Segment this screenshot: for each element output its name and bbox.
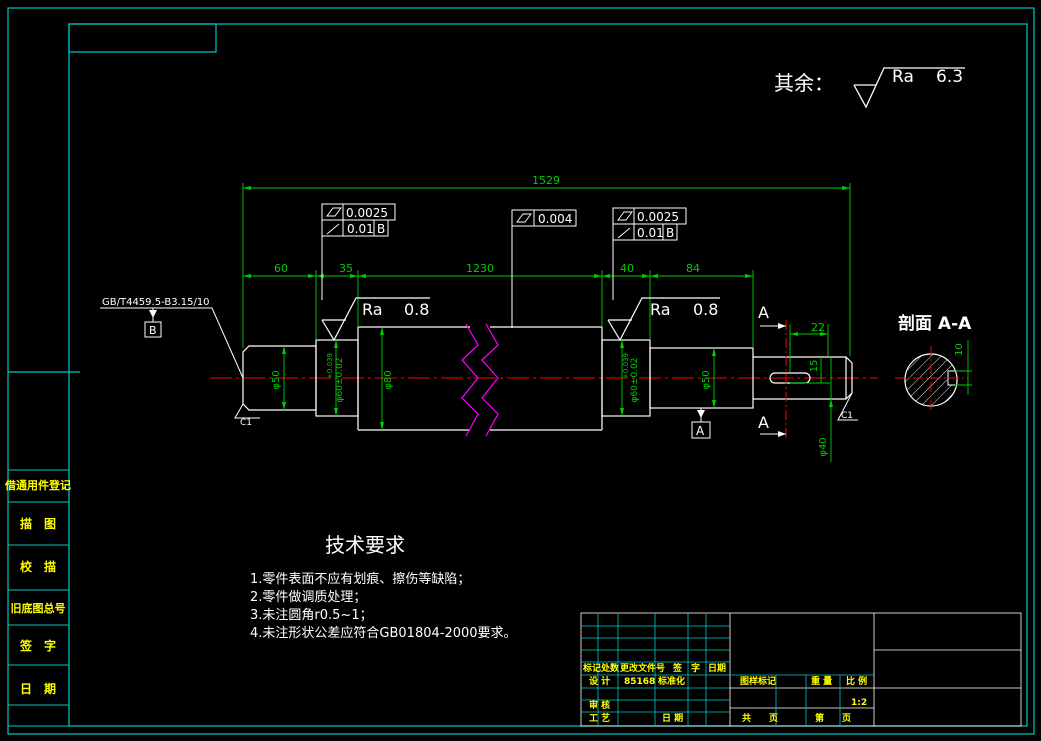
- sidebar-item-register: 借通用件登记: [4, 478, 71, 492]
- center-hole-callout: GB/T4459.5-B3.15/10 B: [100, 297, 244, 379]
- sidebar-item-old-drawing-no: 旧底图总号: [11, 601, 66, 615]
- chamfer-right: C1: [841, 411, 853, 421]
- tb-process: 工 艺: [589, 712, 610, 724]
- notes-title: 技术要求: [325, 533, 405, 557]
- tb-weight: 重 量: [811, 675, 832, 687]
- shaft-outline: [242, 326, 853, 431]
- datum-a-marker: A: [691, 408, 711, 439]
- dimension-texts: 1529 60 35 1230 40 84 22 15 φ50 φ60±0.02…: [271, 174, 829, 457]
- tb-standard: 标准化: [657, 675, 685, 687]
- dim-dia-body: φ80: [383, 370, 394, 389]
- tb-label-signature: 签 字: [672, 662, 700, 674]
- tb-scale-label: 比 例: [846, 675, 867, 687]
- sidebar-item-trace: 描 图: [20, 516, 56, 531]
- section-width-dim: 10: [954, 343, 965, 356]
- sidebar-item-check-trace: 校 描: [20, 559, 56, 574]
- roughness-ra-symbol: Ra: [892, 67, 914, 87]
- section-cut-marks: A A: [758, 303, 787, 440]
- sidebar-item-signature: 签 字: [19, 638, 56, 653]
- dim-right-seg1: 40: [620, 262, 634, 275]
- tb-sheets-total: 共 页: [742, 712, 778, 724]
- tolerance-frame-right: 0.0025 0.01 B: [612, 207, 687, 300]
- dim-left-seg2: 35: [339, 262, 353, 275]
- section-title: 剖面 A-A: [898, 313, 972, 334]
- general-roughness: 其余： Ra 6.3: [774, 67, 965, 109]
- tolerance-frame-middle: 0.004: [511, 209, 577, 328]
- roughness-ra-value: 6.3: [936, 67, 963, 87]
- datum-b-label: B: [149, 324, 157, 337]
- chamfer-labels: C1 C1: [234, 392, 858, 428]
- section-view: 剖面 A-A 10: [895, 313, 972, 412]
- tb-label-mark: 标记: [582, 662, 601, 674]
- tb-label-count: 处数: [600, 662, 620, 674]
- dim-dia-left-journal: φ60±0.02: [335, 358, 345, 403]
- tol-left-row2: 0.01: [347, 222, 374, 236]
- title-block: 标记 处数 更改文件号 签 字 日期 设 计 85168 标准化 审 核 工 艺…: [580, 612, 1022, 727]
- tb-stage-mark: 图样标记: [740, 675, 776, 687]
- tol-right-row2: 0.01: [637, 226, 664, 240]
- tb-date: 日 期: [662, 712, 683, 724]
- roughness-right-journal: Ra 0.8: [607, 297, 720, 342]
- tolerance-frame-left: 0.0025 0.01 B: [321, 203, 396, 300]
- tb-review: 审 核: [589, 699, 610, 711]
- sidebar-table: 借通用件登记 描 图 校 描 旧底图总号 签 字 日 期: [4, 469, 71, 727]
- dim-dia-right-journal-tol: +0.039: [622, 353, 630, 379]
- dim-keyway-offset: 15: [809, 360, 820, 373]
- tol-middle-row1: 0.004: [538, 212, 572, 226]
- tol-right-datum: B: [666, 226, 674, 240]
- roughness-right-icon: [607, 297, 720, 342]
- dim-keyway-len: 22: [811, 321, 825, 334]
- roughness-others-label: 其余：: [774, 71, 834, 95]
- roughness-triangle-icon: [853, 67, 965, 109]
- roughness-left-symbol: Ra: [362, 300, 383, 319]
- chamfer-left: C1: [240, 418, 252, 428]
- tol-left-row1: 0.0025: [346, 206, 388, 220]
- datum-a-label: A: [696, 424, 705, 438]
- tol-right-row1: 0.0025: [637, 210, 679, 224]
- dim-overall: 1529: [532, 174, 560, 187]
- notes-item-1: 1.零件表面不应有划痕、擦伤等缺陷；: [250, 571, 470, 587]
- notes-item-4: 4.未注形状公差应符合GB01804-2000要求。: [250, 625, 517, 641]
- dim-dia-right: φ50: [701, 370, 712, 389]
- notes-item-3: 3.未注圆角r0.5~1；: [250, 608, 373, 623]
- roughness-right-value: 0.8: [693, 300, 718, 319]
- dim-dia-end: φ40: [818, 437, 829, 456]
- dim-right-seg2: 84: [686, 262, 700, 275]
- tb-design-id: 85168: [624, 677, 655, 687]
- center-hole-label: GB/T4459.5-B3.15/10: [102, 297, 210, 308]
- tb-sheet-no: 第 页: [815, 712, 851, 724]
- dim-dia-left: φ50: [271, 370, 282, 389]
- tol-left-datum: B: [377, 222, 385, 236]
- sidebar-item-date: 日 期: [20, 681, 56, 696]
- tb-label-change-doc: 更改文件号: [620, 662, 665, 674]
- section-a-top: A: [758, 303, 769, 322]
- roughness-right-symbol: Ra: [650, 300, 671, 319]
- dim-dia-right-journal: φ60±0.02: [630, 358, 640, 403]
- tb-design: 设 计: [589, 675, 610, 687]
- dim-dia-left-journal-tol: +0.039: [326, 353, 334, 379]
- tb-label-date: 日期: [708, 662, 726, 674]
- roughness-left-value: 0.8: [404, 300, 429, 319]
- roughness-left-icon: [321, 297, 430, 342]
- dim-left-seg1: 60: [274, 262, 288, 275]
- drawing-frame: [7, 7, 1035, 735]
- roughness-left-journal: Ra 0.8: [321, 297, 430, 342]
- section-a-bottom: A: [758, 413, 769, 432]
- notes-item-2: 2.零件做调质处理；: [250, 590, 366, 605]
- dim-middle: 1230: [466, 262, 494, 275]
- technical-notes: 技术要求 1.零件表面不应有划痕、擦伤等缺陷； 2.零件做调质处理； 3.未注圆…: [250, 533, 517, 641]
- break-lines: [461, 323, 499, 437]
- tb-scale-value: 1:2: [851, 698, 867, 708]
- dimension-lines: [242, 183, 851, 462]
